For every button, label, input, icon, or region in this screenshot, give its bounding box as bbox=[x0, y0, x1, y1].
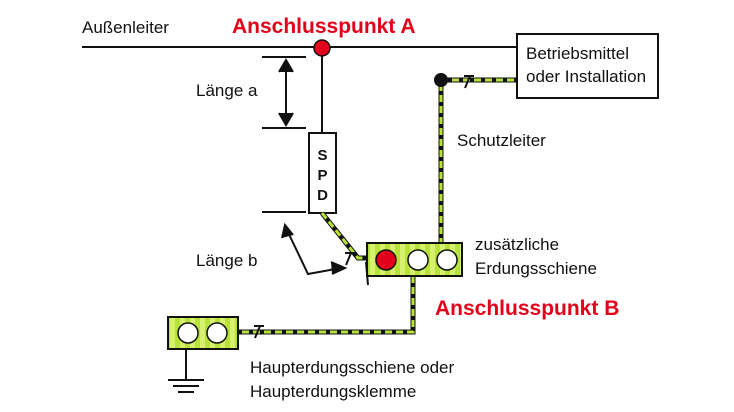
extra-earth-terminal-2 bbox=[407, 249, 429, 271]
main-earth-terminal-1 bbox=[177, 322, 199, 344]
protective-conductor-junction bbox=[434, 73, 448, 87]
extra-earth-terminal-1 bbox=[375, 249, 397, 271]
equipment-box bbox=[516, 33, 659, 99]
spd-letter-s: S bbox=[317, 147, 327, 164]
main-earth-wire bbox=[238, 276, 416, 335]
extra-earth-terminal-3 bbox=[436, 249, 458, 271]
length-a-dimension bbox=[262, 56, 306, 129]
main-earth-terminal-2 bbox=[206, 322, 228, 344]
outer-conductor-label: Außenleiter bbox=[82, 18, 169, 37]
connection-point-a bbox=[313, 39, 331, 57]
spd-letter-d: D bbox=[317, 187, 328, 204]
protective-conductor-wire bbox=[438, 77, 517, 245]
spd-earth-wire bbox=[320, 211, 370, 261]
extra-earth-label-line1: zusätzliche bbox=[475, 235, 559, 254]
equipment-label-line2: oder Installation bbox=[526, 67, 646, 86]
extra-earth-label-line2: Erdungsschiene bbox=[475, 259, 597, 278]
length-b-dimension bbox=[262, 211, 348, 276]
spd-box bbox=[308, 132, 337, 214]
protective-conductor-label: Schutzleiter bbox=[457, 131, 546, 150]
point-a-label: Anschlusspunkt A bbox=[232, 15, 416, 38]
length-b-label: Länge b bbox=[196, 251, 257, 270]
equipment-label-line1: Betriebsmittel bbox=[526, 44, 629, 63]
length-a-label: Länge a bbox=[196, 81, 258, 100]
spd-letter-p: P bbox=[317, 167, 327, 184]
main-earth-label-line1: Haupterdungsschiene oder bbox=[250, 358, 454, 377]
earth-conductors bbox=[238, 77, 517, 335]
point-b-label: Anschlusspunkt B bbox=[435, 297, 619, 320]
ground-symbol-icon bbox=[168, 349, 204, 393]
main-earth-label-line2: Haupterdungsklemme bbox=[250, 382, 416, 401]
terminal-marker-icon bbox=[254, 75, 474, 339]
